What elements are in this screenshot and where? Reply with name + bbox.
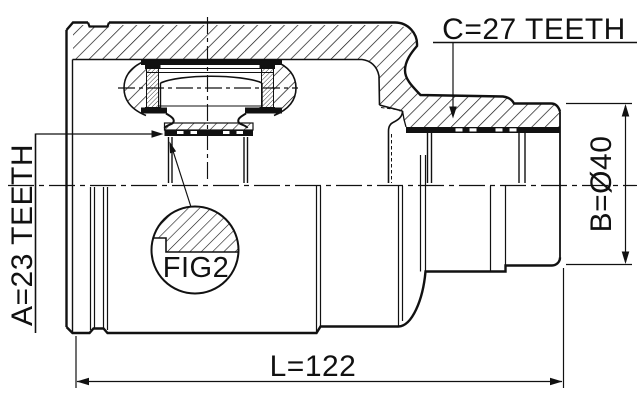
bearing-top-bar: [141, 59, 282, 65]
l-arrow-left-icon: [76, 377, 89, 386]
exterior-lower-half: [65, 155, 562, 335]
label-a-teeth: A=23 TEETH: [6, 144, 39, 326]
a-arrow-right-icon: [151, 130, 164, 138]
output-shaft-spline: [406, 127, 560, 133]
bottom-profile: [65, 257, 562, 335]
hub-spline-flange: [163, 122, 254, 183]
dimension-b-diameter: B=Ø40: [566, 102, 632, 266]
interior-edges: [426, 133, 526, 183]
hidden-edge-dashed: [380, 107, 401, 111]
label-l-length: L=122: [270, 350, 357, 383]
fig2-leader-line: [172, 150, 192, 208]
exterior-feature-lines: [89, 155, 507, 333]
spherical-roller-arc: [160, 75, 263, 84]
fig2-detail: FIG2: [150, 141, 240, 295]
label-c-teeth: C=27 TEETH: [442, 13, 626, 46]
centerlines: [8, 17, 637, 187]
fig2-leader-arrow-icon: [169, 141, 177, 154]
spline-gaps: [455, 128, 517, 132]
b-arrow-up-icon: [621, 104, 630, 117]
fig2-label: FIG2: [163, 252, 229, 284]
dimension-a-spline: A=23 TEETH: [6, 130, 164, 333]
label-b-diameter: B=Ø40: [585, 136, 618, 233]
housing-hatch-area: [73, 24, 560, 128]
housing-mouth-lip: [361, 58, 407, 183]
hub-bore-edges: [167, 137, 249, 183]
rim-notch: [86, 22, 111, 28]
spline-gaps: [177, 131, 243, 134]
fig2-snapring-section: [153, 207, 239, 252]
rim-notch-clear: [87, 18, 110, 27]
dimension-c-spline: C=27 TEETH: [433, 13, 637, 119]
roller-caps: [141, 62, 282, 114]
dimension-l-length: L=122: [75, 268, 565, 388]
l-arrow-right-icon: [550, 377, 563, 386]
outer-profile: [65, 21, 562, 333]
b-arrow-down-icon: [621, 251, 630, 264]
c-arrow-down-icon: [449, 106, 457, 119]
